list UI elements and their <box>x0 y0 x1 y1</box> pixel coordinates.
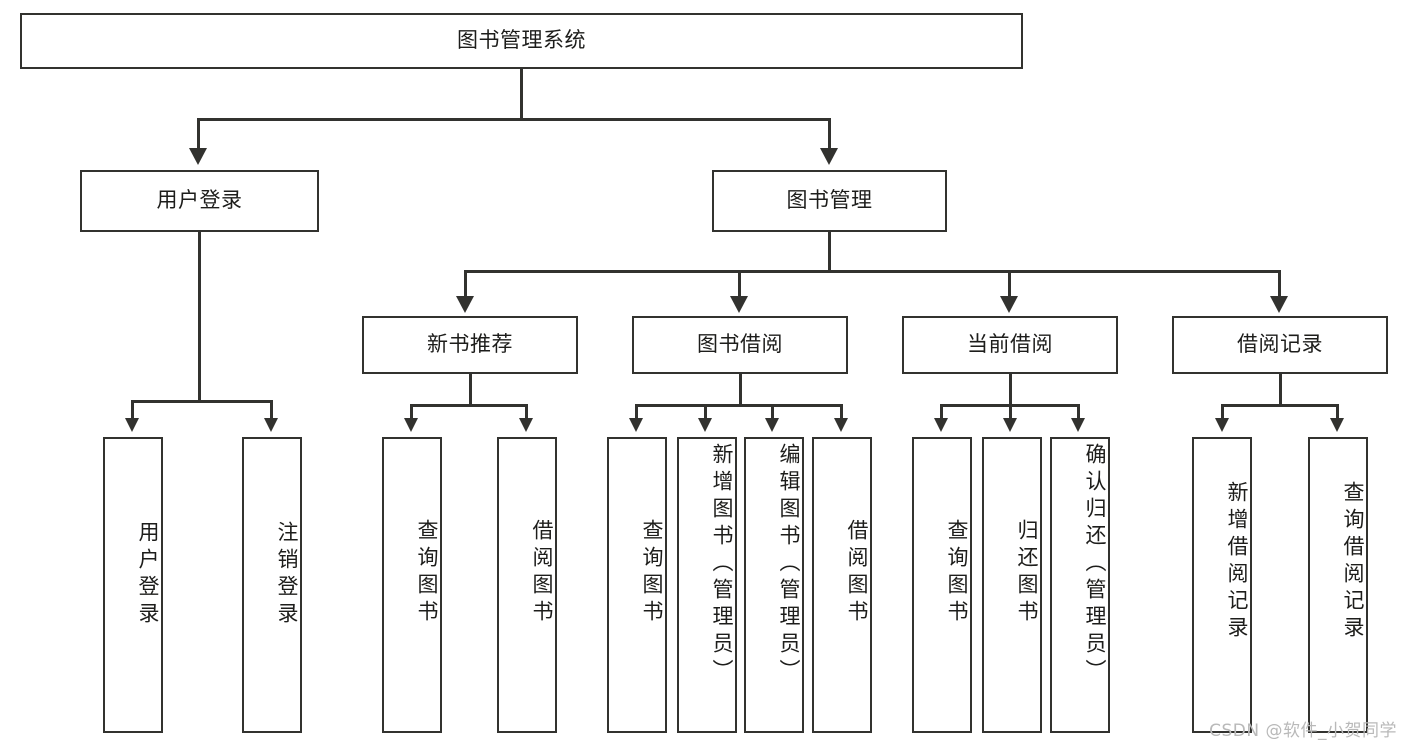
edge-to-borrow-record <box>1278 270 1281 300</box>
node-new-book-recommend[interactable]: 新书推荐 <box>362 316 578 374</box>
arrowhead-new-book-2 <box>519 418 533 432</box>
node-label: 图书借阅 <box>697 332 783 357</box>
leaf-query-book-recommend[interactable]: 查询图书 <box>382 437 442 733</box>
edge-book-borrow-drop-1 <box>635 404 638 422</box>
arrowhead-book-borrow-2 <box>698 418 712 432</box>
edge-book-borrow-drop-3 <box>771 404 774 422</box>
leaf-borrow-book-recommend[interactable]: 借阅图书 <box>497 437 557 733</box>
node-label: 查询图书 <box>415 519 439 627</box>
edge-new-book-drop-2 <box>525 404 528 422</box>
edge-root-stem <box>520 69 523 120</box>
arrowhead-borrow-record-2 <box>1330 418 1344 432</box>
arrowhead-to-user-login <box>189 148 207 165</box>
arrowhead-borrow-record-1 <box>1215 418 1229 432</box>
edge-user-login-drop-2 <box>270 400 273 422</box>
node-label: 确认归还（管理员） <box>1083 443 1107 686</box>
node-label: 注销登录 <box>275 521 299 629</box>
arrowhead-book-borrow-3 <box>765 418 779 432</box>
node-label: 归还图书 <box>1015 519 1039 627</box>
edge-borrow-record-stem <box>1279 374 1282 406</box>
edge-level2-bus <box>197 118 831 121</box>
leaf-user-login[interactable]: 用户登录 <box>103 437 163 733</box>
node-borrow-record[interactable]: 借阅记录 <box>1172 316 1388 374</box>
node-label: 编辑图书（管理员） <box>777 443 801 686</box>
node-root-book-management-system[interactable]: 图书管理系统 <box>20 13 1023 69</box>
edge-to-current-borrow <box>1008 270 1011 300</box>
node-user-login[interactable]: 用户登录 <box>80 170 319 232</box>
node-label: 图书管理系统 <box>457 28 586 53</box>
edge-borrow-record-bus <box>1221 404 1339 407</box>
node-label: 用户登录 <box>136 521 160 629</box>
arrowhead-to-borrow-record <box>1270 296 1288 313</box>
leaf-edit-book-admin[interactable]: 编辑图书（管理员） <box>744 437 804 733</box>
node-label: 用户登录 <box>156 188 243 213</box>
node-label: 新增图书（管理员） <box>710 443 734 686</box>
edge-user-login-stem <box>198 232 201 402</box>
node-label: 查询图书 <box>640 519 664 627</box>
arrowhead-user-login-2 <box>264 418 278 432</box>
edge-to-book-management <box>828 118 831 152</box>
node-label: 新书推荐 <box>427 332 513 357</box>
arrowhead-current-borrow-2 <box>1003 418 1017 432</box>
edge-to-user-login <box>197 118 200 152</box>
edge-user-login-bus <box>131 400 270 403</box>
arrowhead-user-login-1 <box>125 418 139 432</box>
leaf-confirm-return-admin[interactable]: 确认归还（管理员） <box>1050 437 1110 733</box>
leaf-add-borrow-record[interactable]: 新增借阅记录 <box>1192 437 1252 733</box>
edge-borrow-record-drop-1 <box>1221 404 1224 422</box>
arrowhead-to-book-management <box>820 148 838 165</box>
node-current-borrow[interactable]: 当前借阅 <box>902 316 1118 374</box>
edge-current-borrow-stem <box>1009 374 1012 406</box>
leaf-borrow-book[interactable]: 借阅图书 <box>812 437 872 733</box>
edge-new-book-stem <box>469 374 472 406</box>
edge-book-borrow-drop-4 <box>840 404 843 422</box>
edge-new-book-bus <box>410 404 528 407</box>
node-book-management[interactable]: 图书管理 <box>712 170 947 232</box>
edge-to-new-book-recommend <box>464 270 467 300</box>
arrowhead-current-borrow-3 <box>1071 418 1085 432</box>
arrowhead-current-borrow-1 <box>934 418 948 432</box>
edge-current-borrow-drop-2 <box>1009 404 1012 422</box>
edge-book-borrow-bus <box>635 404 843 407</box>
node-label: 当前借阅 <box>967 332 1053 357</box>
leaf-return-book[interactable]: 归还图书 <box>982 437 1042 733</box>
leaf-query-book-current[interactable]: 查询图书 <box>912 437 972 733</box>
edge-new-book-drop-1 <box>410 404 413 422</box>
arrowhead-new-book-1 <box>404 418 418 432</box>
leaf-logout[interactable]: 注销登录 <box>242 437 302 733</box>
leaf-add-book-admin[interactable]: 新增图书（管理员） <box>677 437 737 733</box>
node-label: 借阅图书 <box>845 519 869 627</box>
edge-current-borrow-drop-1 <box>940 404 943 422</box>
edge-to-book-borrow <box>738 270 741 300</box>
arrowhead-book-borrow-1 <box>629 418 643 432</box>
arrowhead-to-book-borrow <box>730 296 748 313</box>
arrowhead-to-new-book-recommend <box>456 296 474 313</box>
node-label: 查询借阅记录 <box>1341 481 1365 643</box>
leaf-query-borrow-record[interactable]: 查询借阅记录 <box>1308 437 1368 733</box>
arrowhead-to-current-borrow <box>1000 296 1018 313</box>
edge-user-login-drop-1 <box>131 400 134 422</box>
node-book-borrow[interactable]: 图书借阅 <box>632 316 848 374</box>
edge-book-borrow-drop-2 <box>704 404 707 422</box>
edge-borrow-record-drop-2 <box>1336 404 1339 422</box>
leaf-query-book-borrow[interactable]: 查询图书 <box>607 437 667 733</box>
node-label: 新增借阅记录 <box>1225 481 1249 643</box>
edge-level3-bus <box>464 270 1280 273</box>
node-label: 借阅图书 <box>530 519 554 627</box>
node-label: 查询图书 <box>945 519 969 627</box>
edge-current-borrow-drop-3 <box>1077 404 1080 422</box>
edge-book-management-stem <box>828 232 831 272</box>
edge-book-borrow-stem <box>739 374 742 406</box>
arrowhead-book-borrow-4 <box>834 418 848 432</box>
node-label: 借阅记录 <box>1237 332 1323 357</box>
node-label: 图书管理 <box>786 188 873 213</box>
